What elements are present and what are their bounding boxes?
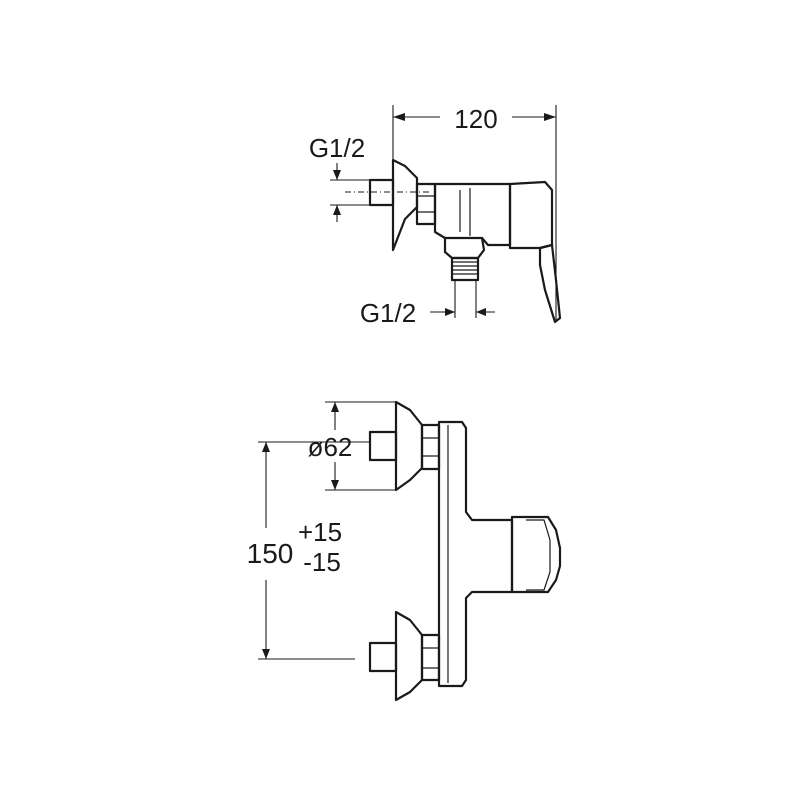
outlet-thread-dimension: G1/2 [360, 280, 495, 328]
outlet-thread-label: G1/2 [360, 298, 416, 328]
spacing-nominal-label: 150 [247, 538, 294, 569]
width-dim-label: 120 [454, 104, 497, 134]
width-dimension: 120 [392, 104, 557, 320]
diameter-label: ø62 [308, 432, 353, 462]
lower-connection [368, 610, 441, 702]
spacing-plus-label: +15 [298, 517, 342, 547]
front-view: ø62 150 +15 -15 [247, 400, 562, 702]
upper-connection [368, 400, 441, 492]
mixer-front-body [437, 420, 514, 688]
spacing-minus-label: -15 [303, 547, 341, 577]
spacing-dimension: 150 +15 -15 [247, 441, 370, 660]
mixer-side-body [368, 158, 562, 324]
lever-knob [510, 515, 562, 594]
diameter-dimension: ø62 [308, 401, 395, 491]
inlet-thread-label: G1/2 [309, 133, 365, 163]
side-view: 120 G1/2 [309, 104, 562, 328]
inlet-thread-dimension: G1/2 [309, 133, 430, 222]
